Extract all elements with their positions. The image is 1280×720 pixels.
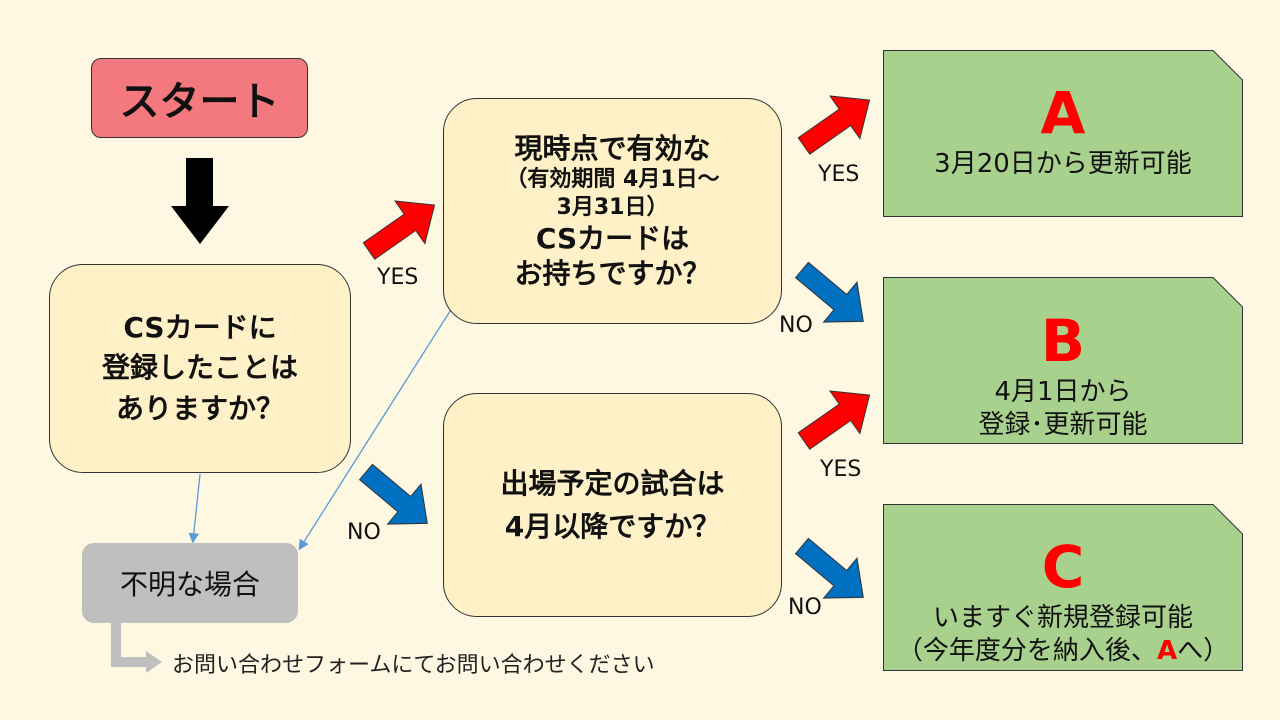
- no-arrow-q3: [794, 537, 864, 599]
- q2-line3: CSカードは: [535, 222, 690, 255]
- no-arrow-q2: [794, 261, 864, 323]
- unknown-case-box: 不明な場合: [82, 543, 298, 623]
- start-box: スタート: [91, 58, 308, 138]
- q3-line2: 4月以降ですか？: [504, 510, 721, 543]
- result-c-box: C いますぐ新規登録可能 （今年度分を納入後、Aへ）: [883, 504, 1243, 671]
- result-b-line1: 4月1日から: [994, 377, 1132, 407]
- connector-q2-unknown: [298, 307, 453, 551]
- result-a-line1: 3月20日から更新可能: [934, 149, 1192, 179]
- result-c-line2-pre: （今年度分を納入後、: [896, 635, 1157, 666]
- q2-line1: 現時点で有効な: [514, 132, 711, 165]
- q1-line1: CSカードに: [123, 310, 277, 344]
- contact-form-note: お問い合わせフォームにてお問い合わせください: [172, 653, 655, 678]
- yes-arrow-q1: [362, 200, 436, 260]
- result-c-letter: C: [1041, 533, 1085, 601]
- result-c-line2: （今年度分を納入後、Aへ）: [897, 635, 1229, 668]
- result-c-line1: いますぐ新規登録可能: [932, 603, 1193, 633]
- yes-arrow-q2: [797, 95, 871, 155]
- question-match-date-box: 出場予定の試合は 4月以降ですか？: [443, 393, 782, 617]
- question-valid-card-box: 現時点で有効な （有効期間 4月1日～ 3月31日） CSカードは お持ちですか…: [443, 98, 782, 324]
- result-b-letter: B: [1040, 307, 1086, 375]
- start-down-arrow: [171, 158, 229, 244]
- footer-elbow-arrowhead: [146, 651, 162, 673]
- result-b-line2: 登録･更新可能: [978, 409, 1148, 440]
- question-registered-box: CSカードに 登録したことは ありますか？: [49, 264, 351, 473]
- yes-arrow-q3: [797, 390, 871, 450]
- q2-line4: お持ちですか？: [514, 257, 711, 290]
- result-c-line2-post: へ）: [1177, 635, 1230, 666]
- yes-label-q2: YES: [818, 162, 860, 187]
- yes-label-q1: YES: [377, 265, 419, 290]
- yes-label-q3: YES: [820, 457, 862, 482]
- q1-line2: 登録したことは: [101, 351, 298, 385]
- q3-line1: 出場予定の試合は: [500, 466, 725, 500]
- result-c-ref-a: A: [1156, 635, 1178, 666]
- no-label-q1: NO: [347, 520, 381, 545]
- q2-paren1: （有効期間 4月1日～: [505, 167, 720, 192]
- no-arrow-q1: [358, 463, 428, 525]
- q2-paren2: 3月31日）: [556, 194, 669, 220]
- result-a-letter: A: [1040, 79, 1086, 147]
- no-label-q3: NO: [788, 595, 822, 620]
- footer-elbow-arrow: [111, 623, 146, 667]
- no-label-q2: NO: [779, 313, 813, 338]
- q1-line3: ありますか？: [115, 391, 284, 425]
- result-a-box: A 3月20日から更新可能: [883, 50, 1243, 217]
- result-b-box: B 4月1日から 登録･更新可能: [883, 277, 1243, 444]
- connector-q1-unknown: [188, 473, 201, 544]
